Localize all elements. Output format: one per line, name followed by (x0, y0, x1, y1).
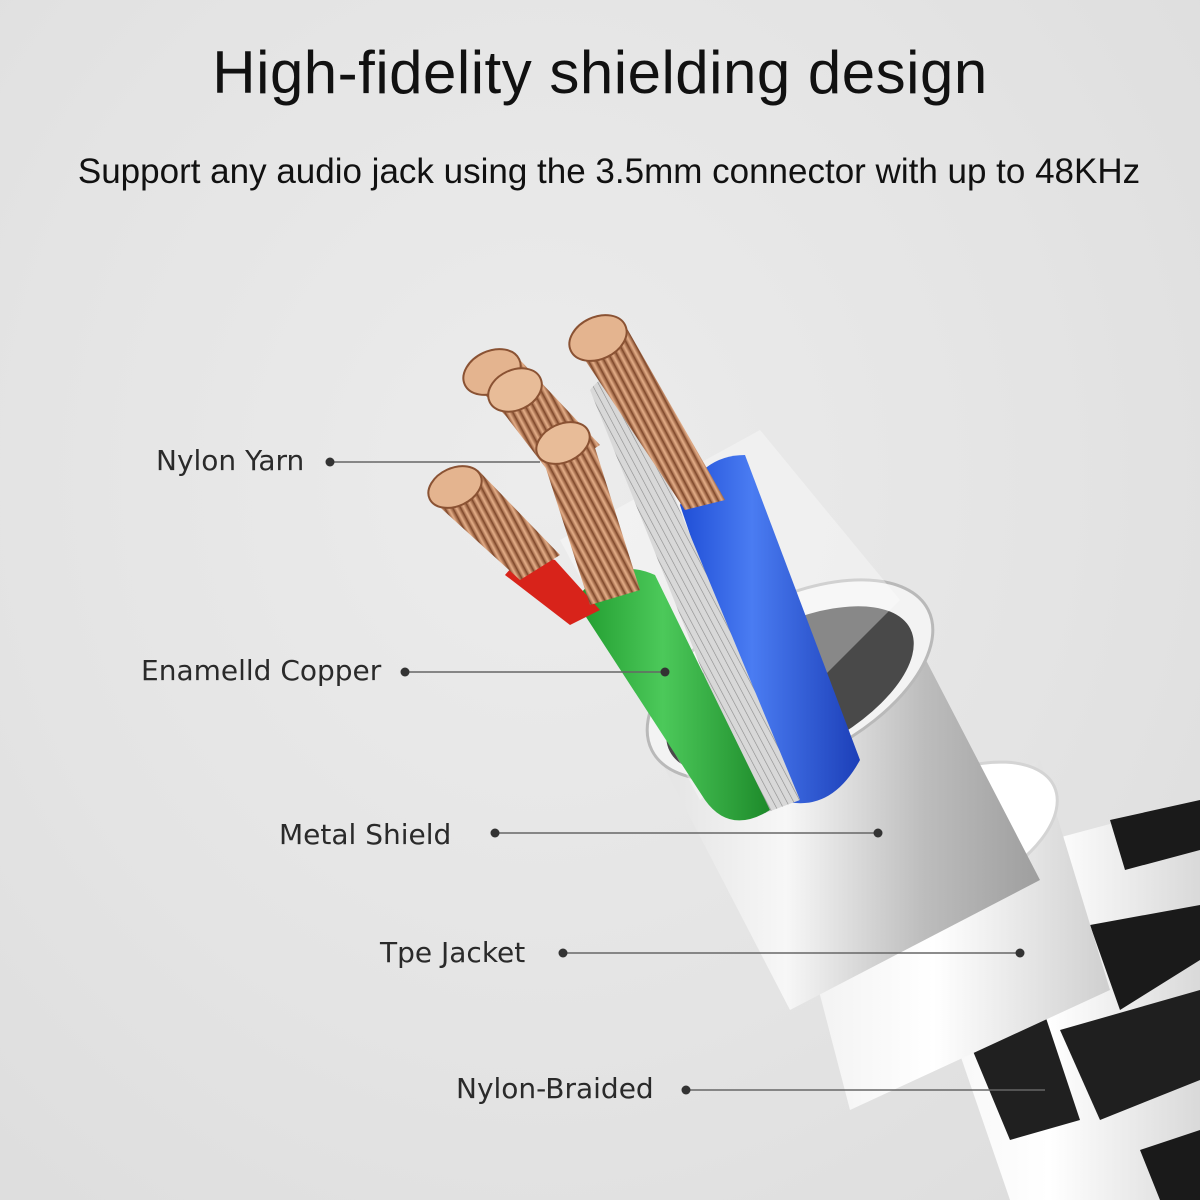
page-subtitle: Support any audio jack using the 3.5mm c… (77, 152, 1141, 191)
page-title: High-fidelity shielding design (212, 39, 988, 106)
green-wire (575, 568, 770, 821)
label-tpe-jacket: Tpe Jacket (380, 936, 526, 969)
silver-wire (590, 375, 800, 815)
blue-wire (680, 455, 860, 804)
leader-line-nylon-yarn (325, 457, 540, 467)
leader-line-enamelled-copper (400, 667, 670, 677)
label-nylon-yarn: Nylon Yarn (156, 444, 305, 477)
leader-line-nylon-braided (681, 1085, 1045, 1095)
label-metal-shield: Metal Shield (279, 818, 452, 851)
leader-line-tpe-jacket (558, 948, 1025, 958)
label-enamelled-copper: Enamelld Copper (141, 654, 382, 687)
copper-conductors (427, 314, 725, 605)
leader-line-metal-shield (490, 828, 883, 838)
label-nylon-braided: Nylon-Braided (456, 1072, 654, 1105)
